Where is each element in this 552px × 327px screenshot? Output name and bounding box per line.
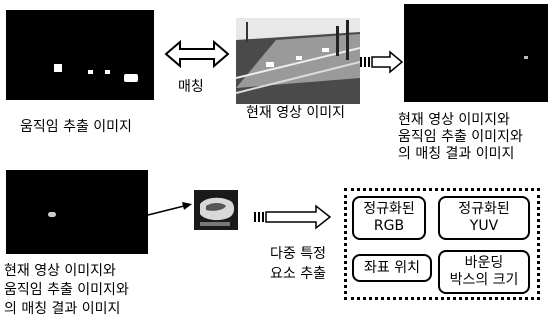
caption-line: 의 매칭 결과 이미지 (398, 146, 515, 162)
cropped-object-image (194, 190, 238, 230)
striped-arrow-icon (360, 50, 404, 74)
result-blob (48, 212, 56, 217)
feature-normalized-yuv: 정규화된 YUV (438, 196, 530, 240)
feature-line: YUV (469, 218, 499, 234)
matching-result-image (404, 4, 548, 102)
striped-arrow-icon-2 (254, 204, 332, 230)
result-blob (524, 56, 528, 59)
caption-line: 현재 영상 이미지와 (4, 263, 116, 279)
match-label: 매칭 (178, 79, 204, 95)
matching-result-caption: 현재 영상 이미지와 움직임 추출 이미지와 의 매칭 결과 이미지 (398, 112, 523, 163)
motion-blob (105, 70, 110, 74)
feature-line: 박스의 크기 (449, 272, 519, 288)
caption-line: 의 매칭 결과 이미지 (4, 301, 121, 317)
feature-normalized-rgb: 정규화된 RGB (352, 196, 426, 240)
label-line: 다중 특정 (270, 246, 326, 262)
matching-result-caption-2: 현재 영상 이미지와 움직임 추출 이미지와 의 매칭 결과 이미지 (4, 262, 129, 319)
caption-line: 움직임 추출 이미지와 (398, 129, 523, 145)
feature-coordinate-position: 좌표 위치 (352, 254, 432, 282)
double-arrow-icon (164, 40, 230, 68)
label-line: 요소 추출 (270, 266, 326, 282)
motion-extraction-caption: 움직임 추출 이미지 (20, 119, 132, 135)
motion-blob (54, 64, 62, 72)
motion-blob (124, 74, 138, 82)
feature-frame (344, 188, 540, 300)
feature-bounding-box-size: 바운딩 박스의 크기 (438, 250, 530, 294)
feature-extraction-label: 다중 특정 요소 추출 (262, 244, 334, 284)
feature-line: RGB (373, 218, 405, 234)
caption-line: 현재 영상 이미지와 (398, 112, 510, 128)
feature-line: 좌표 위치 (364, 259, 420, 276)
feature-line: 정규화된 (458, 201, 510, 217)
arrow-icon (143, 202, 192, 217)
caption-line: 움직임 추출 이미지와 (4, 282, 129, 298)
feature-line: 바운딩 (464, 255, 504, 271)
matching-result-image-2 (6, 170, 148, 254)
motion-extraction-image (6, 10, 154, 100)
current-frame-image (236, 18, 360, 104)
feature-line: 정규화된 (363, 201, 415, 217)
motion-blob (88, 70, 93, 74)
current-frame-caption: 현재 영상 이미지 (246, 105, 346, 121)
